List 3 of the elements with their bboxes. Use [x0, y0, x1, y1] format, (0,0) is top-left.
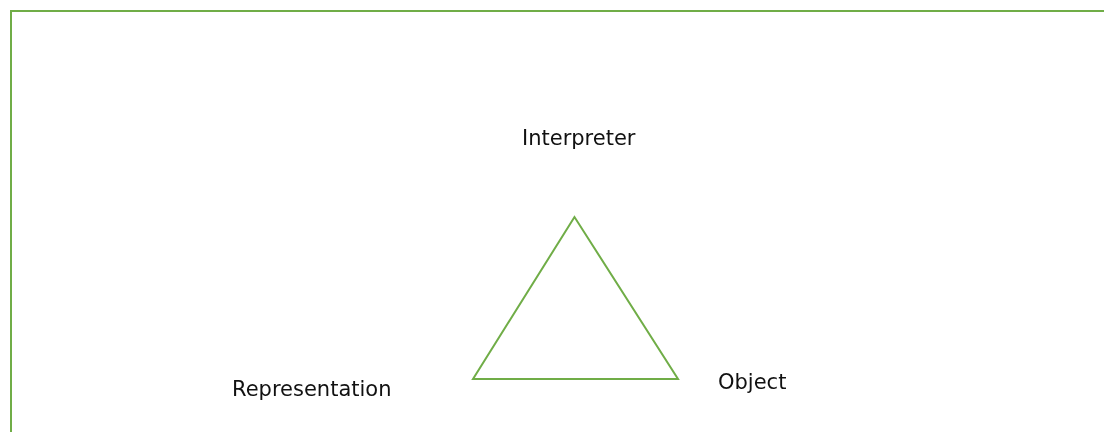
- corner-label: Representation: [232, 379, 392, 400]
- corner-label: Object: [718, 372, 787, 393]
- corner-label: Interpreter: [522, 128, 636, 149]
